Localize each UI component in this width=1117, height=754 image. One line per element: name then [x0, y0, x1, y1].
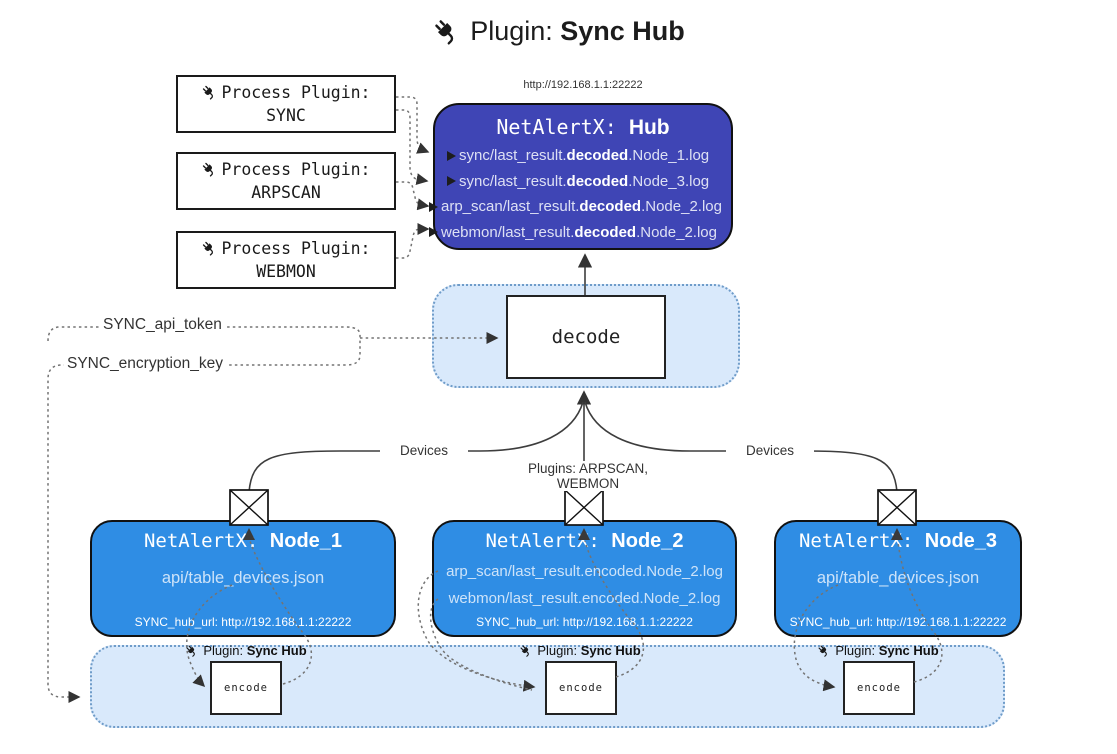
encode-box-3: encode — [843, 661, 915, 715]
node-file: arp_scan/last_result.encoded.Node_2.log — [446, 563, 723, 580]
file-pre: sync/last_result. — [459, 147, 567, 164]
node-title: NetAlertX: Node_2 — [434, 527, 735, 555]
file-bold: decoded — [566, 147, 629, 164]
decode-box: decode — [506, 295, 666, 379]
hub-file-row: sync/last_result.decoded.Node_1.log — [435, 143, 731, 169]
process-plugin-label: Process Plugin: — [221, 239, 371, 258]
file-post: .Node_2.log — [641, 198, 722, 215]
node-file: api/table_devices.json — [161, 569, 325, 587]
arrow-right-icon — [447, 150, 456, 161]
hub-title: NetAlertX: Hub — [435, 112, 731, 143]
arrow-right-icon — [429, 201, 438, 212]
file-bold: decoded — [574, 223, 637, 241]
process-plugin-arpscan: Process Plugin: ARPSCAN — [176, 152, 396, 210]
hub-file-row: arp_scan/last_result.decoded.Node_2.log — [429, 194, 731, 220]
encode-box-1: encode — [210, 661, 282, 715]
process-plugin-webmon: Process Plugin: WEBMON — [176, 231, 396, 289]
hub-box: NetAlertX: Hub sync/last_result.decoded.… — [429, 103, 733, 250]
title-name: Sync Hub — [560, 16, 685, 46]
process-plugin-name: SYNC — [266, 106, 306, 125]
node-name-prefix: NetAlertX: — [798, 530, 914, 552]
file-pre: arp_scan/last_result. — [441, 198, 580, 215]
process-plugin-sync: Process Plugin: SYNC — [176, 75, 396, 133]
node-title: NetAlertX: Node_1 — [92, 527, 394, 555]
process-plugin-label: Process Plugin: — [221, 83, 371, 102]
title-prefix: Plugin: — [470, 16, 553, 46]
node-footer: SYNC_hub_url: http://192.168.1.1:22222 — [476, 615, 693, 629]
hub-name-prefix: NetAlertX: — [496, 115, 617, 139]
encode-label: encode — [224, 682, 268, 694]
encode-box-2: encode — [545, 661, 617, 715]
file-bold: decoded — [566, 172, 629, 190]
arrow-right-icon — [429, 227, 438, 238]
process-plugin-label: Process Plugin: — [221, 160, 371, 179]
node-file: webmon/last_result.encoded.Node_2.log — [448, 590, 721, 607]
file-post: .Node_2.log — [636, 223, 717, 241]
encode-label: encode — [559, 682, 603, 694]
diagram-title-text: Plugin: Sync Hub — [470, 16, 685, 47]
node-name-prefix: NetAlertX: — [485, 530, 600, 552]
node-footer: SYNC_hub_url: http://192.168.1.1:22222 — [789, 615, 1007, 629]
node-name: Node_1 — [269, 530, 343, 552]
hub-file-row: sync/last_result.decoded.Node_3.log — [435, 169, 731, 195]
node-title: NetAlertX: Node_3 — [776, 527, 1020, 555]
file-post: .Node_1.log — [628, 147, 710, 164]
file-bold: decoded — [579, 198, 642, 215]
node-name-prefix: NetAlertX: — [143, 530, 259, 552]
node-3-box: NetAlertX: Node_3 api/table_devices.json… — [774, 520, 1022, 637]
plug-icon — [201, 84, 218, 101]
hub-name: Hub — [628, 116, 670, 139]
node-name: Node_3 — [924, 530, 998, 552]
node-1-box: NetAlertX: Node_1 api/table_devices.json… — [90, 520, 396, 637]
plug-icon — [201, 161, 218, 178]
node-footer: SYNC_hub_url: http://192.168.1.1:22222 — [134, 615, 352, 629]
decode-label: decode — [551, 326, 621, 348]
arrow-right-icon — [447, 176, 456, 187]
plug-icon — [432, 17, 462, 47]
file-post: .Node_3.log — [628, 172, 710, 190]
plug-icon — [201, 240, 218, 257]
node-2-box: NetAlertX: Node_2 arp_scan/last_result.e… — [432, 520, 737, 637]
process-plugin-name: ARPSCAN — [251, 183, 321, 202]
process-plugin-name: WEBMON — [256, 262, 316, 281]
node-name: Node_2 — [611, 530, 684, 552]
encode-label: encode — [857, 682, 901, 694]
hub-file-row: webmon/last_result.decoded.Node_2.log — [429, 220, 731, 246]
file-pre: webmon/last_result. — [441, 223, 575, 241]
file-pre: sync/last_result. — [459, 172, 567, 190]
diagram-title: Plugin: Sync Hub — [0, 16, 1117, 47]
node-file: api/table_devices.json — [816, 569, 980, 587]
